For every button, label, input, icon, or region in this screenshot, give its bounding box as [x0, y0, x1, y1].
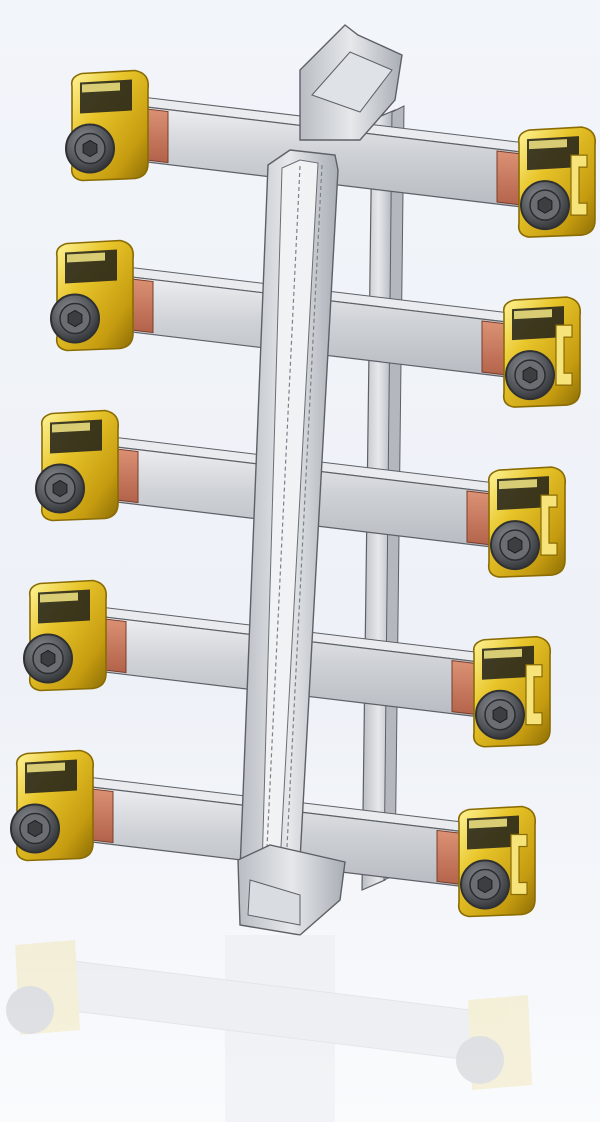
- reflection-bolt-left: [6, 986, 54, 1034]
- terminal-clamp-left: [65, 69, 150, 182]
- terminal-clamp-right: [487, 466, 567, 578]
- terminal-clamp-left: [50, 239, 135, 352]
- front-channel-face: [261, 159, 319, 871]
- clamp-highlight: [529, 139, 567, 150]
- clamp-slot: [510, 833, 528, 896]
- hex-socket: [492, 706, 508, 724]
- clamp-slot: [570, 154, 588, 216]
- hex-socket: [67, 309, 83, 328]
- top-bracket-face: [311, 51, 393, 113]
- terminal-clamps: [10, 69, 597, 918]
- reflection-clamp-left: [15, 940, 80, 1035]
- reflection-bolt-right: [456, 1036, 504, 1084]
- front-channel-groove: [285, 164, 323, 867]
- clamp-highlight: [469, 818, 507, 829]
- clamp-highlight: [52, 422, 90, 433]
- clamp-highlight: [499, 479, 537, 490]
- reflection-arm: [64, 959, 471, 1061]
- front-channel-groove: [265, 165, 301, 869]
- clamp-highlight: [82, 82, 120, 93]
- hex-socket: [52, 479, 68, 498]
- terminal-clamp-left: [23, 579, 108, 692]
- clamp-highlight: [514, 309, 552, 320]
- reflection-channel: [225, 935, 335, 1122]
- hex-socket: [82, 139, 98, 158]
- clamp-slot: [540, 494, 558, 556]
- hex-socket: [507, 536, 523, 554]
- terminal-clamp-right: [472, 635, 552, 748]
- clamp-highlight: [67, 252, 105, 263]
- hex-socket: [537, 196, 553, 214]
- hex-socket: [40, 649, 56, 668]
- clamp-highlight: [40, 592, 78, 603]
- reflection-clamp-right: [468, 995, 532, 1090]
- front-channel: [237, 24, 403, 936]
- clamp-highlight: [484, 648, 522, 659]
- clamp-slot: [555, 324, 573, 386]
- terminal-clamp-left: [35, 409, 120, 522]
- terminal-clamp-left: [10, 749, 95, 862]
- hex-socket: [477, 875, 493, 894]
- hex-socket: [27, 819, 43, 838]
- floor-reflection: [6, 935, 532, 1122]
- terminal-clamp-right: [502, 296, 582, 408]
- clamp-highlight: [27, 762, 65, 773]
- terminal-clamp-right: [457, 805, 537, 918]
- clamp-slot: [525, 664, 543, 726]
- terminal-clamp-right: [517, 126, 597, 238]
- bottom-bracket-face: [247, 879, 301, 926]
- hex-socket: [522, 366, 538, 384]
